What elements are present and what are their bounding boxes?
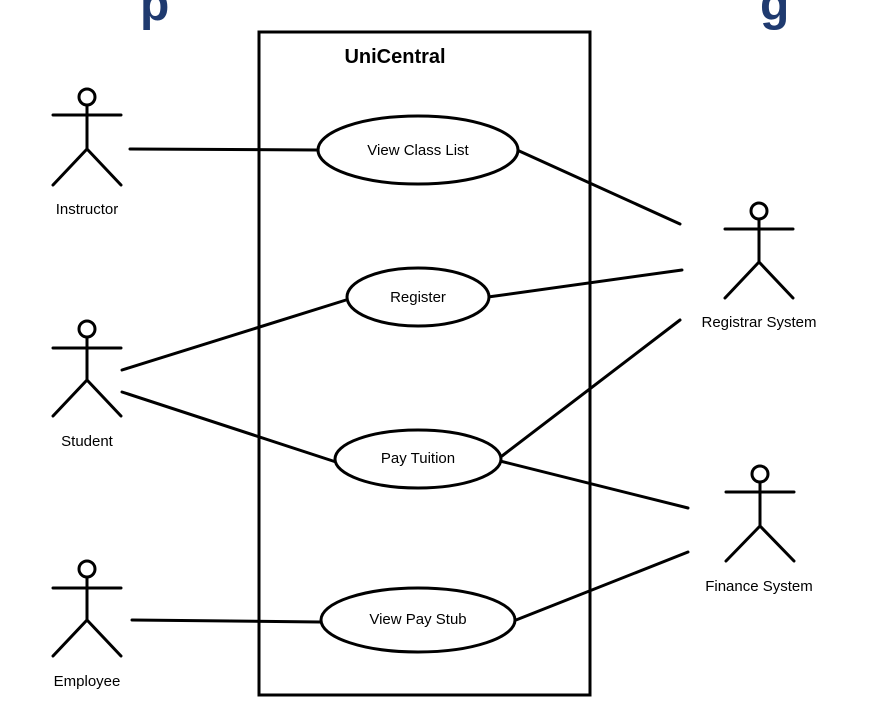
use-case-ellipse — [333, 428, 503, 490]
use-case-register: Register — [345, 266, 491, 328]
use-case-label: Pay Tuition — [381, 450, 455, 467]
use-case-pay-tuition: Pay Tuition — [333, 428, 503, 490]
association-instructor-view-class-list — [128, 147, 320, 152]
association-view-class-list-registrar — [515, 148, 682, 226]
actor-label: Employee — [54, 673, 121, 690]
use-case-ellipse — [316, 114, 520, 186]
actor-label: Registrar System — [701, 314, 816, 331]
actor-label: Student — [61, 433, 114, 450]
use-case-ellipse — [345, 266, 491, 328]
association-student-pay-tuition — [120, 390, 338, 464]
actor-employee: Employee — [51, 559, 123, 690]
header-title-fragment-end: g — [760, 0, 789, 31]
use-case-label: View Class List — [367, 142, 469, 159]
stick-figure-icon — [723, 201, 795, 300]
association-register-registrar — [486, 268, 684, 299]
association-employee-view-pay-stub — [130, 618, 322, 624]
actor-registrar-system: Registrar System — [701, 201, 817, 331]
stick-figure-icon — [51, 319, 123, 418]
stick-figure-icon — [51, 87, 123, 187]
actor-finance-system: Finance System — [705, 464, 813, 595]
use-case-view-class-list: View Class List — [316, 114, 520, 186]
association-student-register — [120, 298, 348, 372]
actor-label: Instructor — [56, 201, 119, 218]
use-case-label: Register — [390, 289, 446, 306]
actor-instructor: Instructor — [51, 87, 123, 218]
use-case-ellipse — [319, 586, 517, 654]
system-boundary — [257, 30, 592, 697]
association-view-pay-stub-finance — [514, 550, 690, 622]
association-pay-tuition-registrar — [500, 318, 682, 458]
stick-figure-icon — [724, 464, 796, 563]
system-title: UniCentral — [344, 46, 445, 68]
association-pay-tuition-finance — [498, 459, 690, 510]
stick-figure-icon — [51, 559, 123, 658]
use-case-label: View Pay Stub — [369, 611, 466, 628]
actor-label: Finance System — [705, 578, 813, 595]
header-title-fragment: p — [140, 0, 169, 31]
actor-student: Student — [51, 319, 123, 450]
use-case-view-pay-stub: View Pay Stub — [319, 586, 517, 654]
